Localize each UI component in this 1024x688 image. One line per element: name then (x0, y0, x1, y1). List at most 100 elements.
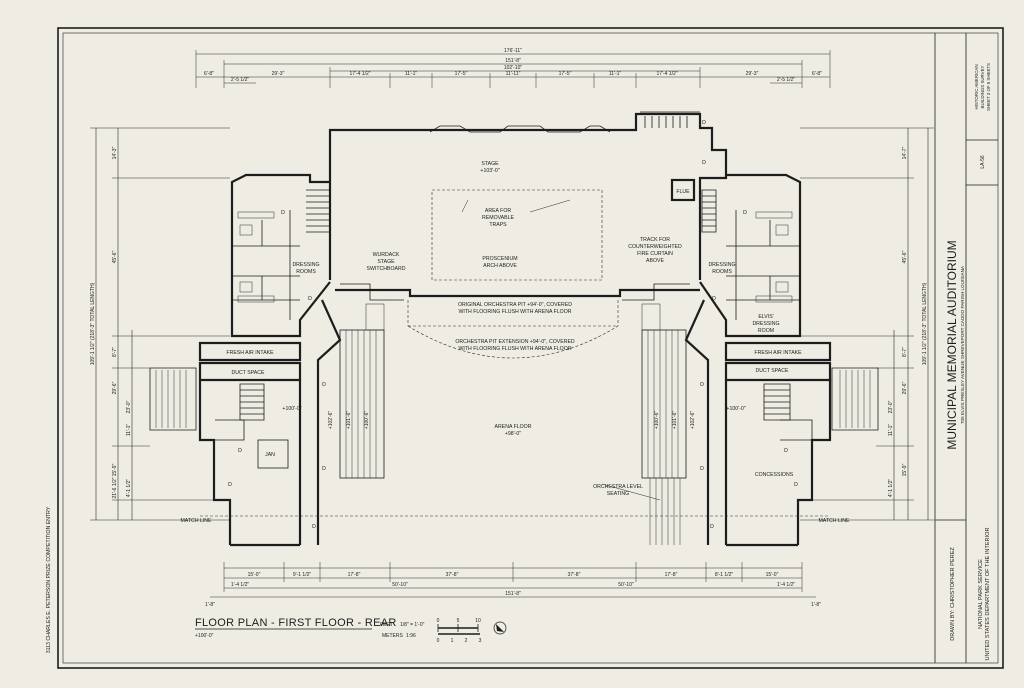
dim-top-10: 29'-3" (746, 71, 759, 77)
tier-elev-1: +102'-6" (328, 411, 334, 430)
label-switchboard-2: STAGE (377, 259, 395, 265)
dim-right-1: 14'-7" (902, 146, 908, 159)
dim-left-2: 45'-6" (112, 250, 118, 263)
outer-border (57, 27, 1004, 669)
dim-top-center: 102'-10" (504, 65, 523, 71)
label-elev-right: +100'-0" (726, 406, 745, 412)
drawing-title-block: FLOOR PLAN - FIRST FLOOR - REAR +100'-0"… (195, 617, 507, 644)
door-label: D (710, 524, 714, 530)
label-elev-left: +100'-0" (282, 406, 301, 412)
dim-right-6: 15'-9" (902, 463, 908, 476)
label-pit-extension-1: ORCHESTRA PIT EXTENSION +94'-0", COVERED (455, 339, 575, 345)
door-label: D (322, 382, 326, 388)
dim-top-5: 17'-5" (455, 71, 468, 77)
dim-top-8: 11'-1" (609, 71, 622, 77)
left-front-wing (149, 341, 302, 547)
dim-bottom-4: 37'-8" (446, 572, 459, 578)
agency-1: NATIONAL PARK SERVICE (978, 559, 984, 629)
label-match-left: MATCH LINE (180, 518, 212, 524)
dim-bottom-overall: 151'-8" (505, 591, 521, 597)
door-label: D (712, 296, 716, 302)
project-address: 705 ELVIS PRESLEY AVENUE SHREVEPORT CADD… (960, 265, 965, 424)
label-stage: STAGE (481, 161, 499, 167)
label-duct-left: DUCT SPACE (232, 370, 265, 376)
label-dressing-right-2: ROOMS (712, 269, 732, 275)
dim-right-8: 4'-1 1/2" (888, 479, 894, 498)
label-fresh-air-left: FRESH AIR INTAKE (226, 350, 274, 356)
label-track-1: TRACK FOR (640, 237, 670, 243)
scale-feet-tick: 5 (457, 618, 460, 624)
dim-bottom-edge-right: 1'-8" (811, 602, 821, 608)
dim-top-overall: 176'-11" (504, 48, 522, 54)
door-label: D (308, 296, 312, 302)
right-dimensions: 109'-1 1/2" (218'-3" TOTAL LENGTH) 14'-7… (800, 127, 934, 521)
dim-bottom-5: 37'-8" (568, 572, 581, 578)
label-dressing-right-1: DRESSING (708, 262, 735, 268)
dim-top-7: 17'-5" (559, 71, 572, 77)
door-label: D (743, 210, 747, 216)
label-dressing-left-2: ROOMS (296, 269, 316, 275)
scale-feet-tick: 0 (437, 618, 440, 624)
series-line-1: HISTORIC AMERICAN (974, 64, 979, 109)
door-label: D (312, 524, 316, 530)
removable-traps-area (431, 189, 603, 281)
label-arena-2: +98'-0" (505, 431, 521, 437)
dim-top-3: 17'-4 1/2" (349, 71, 370, 77)
label-switchboard-3: SWITCHBOARD (367, 266, 406, 272)
label-switchboard-1: WURDACK (373, 252, 400, 258)
inner-border (62, 32, 999, 664)
dim-left-5: 23'-0" (126, 400, 132, 413)
door-markers: D D D D D D D D D D D D D D D D (228, 120, 798, 530)
label-pit-original-2: WITH FLOORING FLUSH WITH ARENA FLOOR (459, 309, 572, 315)
project-title: MUNICIPAL MEMORIAL AUDITORIUM (945, 240, 959, 449)
drawn-by: DRAWN BY: CHRISTOPHER PEREZ (950, 547, 956, 641)
label-track-2: COUNTERWEIGHTED (628, 244, 682, 250)
dim-top-2: 29'-3" (272, 71, 285, 77)
tier-elev-2: +101'-6" (346, 411, 352, 430)
label-elvis-2: DRESSING (752, 321, 779, 327)
label-duct-right: DUCT SPACE (756, 368, 789, 374)
tier-elev-6: +102'-6" (690, 411, 696, 430)
scale-meters-label: METERS (382, 633, 404, 639)
door-label: D (700, 382, 704, 388)
dim-bottom-small-right: 1'-4 1/2" (777, 582, 796, 588)
dim-left-9: 21'-6 1/2" (112, 477, 118, 498)
label-track-4: ABOVE (646, 258, 664, 264)
dim-bottom-3: 17'-8" (348, 572, 361, 578)
label-traps-2: REMOVABLE (482, 215, 514, 221)
dim-right-total: 109'-1 1/2" (218'-3" TOTAL LENGTH) (922, 282, 928, 365)
label-traps-1: AREA FOR (485, 208, 511, 214)
survey-number: LA-56 (980, 155, 986, 169)
door-label: D (784, 448, 788, 454)
door-label: D (322, 466, 326, 472)
label-proscenium-2: ARCH ABOVE (483, 263, 517, 269)
scale-meters-tick: 2 (465, 638, 468, 644)
dim-top-6: 11'-11" (506, 71, 521, 77)
flue (670, 178, 696, 202)
label-stage-elev: +103'-0" (480, 168, 499, 174)
dim-top-overall-2: 151'-8" (505, 58, 521, 64)
label-traps-3: TRAPS (489, 222, 507, 228)
label-proscenium-1: PROSCENIUM (482, 256, 517, 262)
bottom-dimensions: 15'-0" 9'-1 1/2" 17'-8" 37'-8" 37'-8" 17… (205, 562, 821, 608)
dim-bottom-2: 9'-1 1/2" (293, 572, 312, 578)
drawing-title: FLOOR PLAN - FIRST FLOOR - REAR (195, 617, 397, 629)
label-orchestra-seating-2: SEATING (607, 491, 629, 497)
dim-top-11: 6'-8" (812, 71, 822, 77)
dim-right-5: 23'-0" (888, 400, 894, 413)
elevation-note: +100'-0" (195, 633, 214, 639)
dim-right-7: 11'-1" (888, 424, 894, 437)
scale-feet-label: FEET (380, 622, 393, 628)
stage-house (306, 111, 728, 281)
north-arrow-icon (493, 621, 507, 635)
seating-tiers (316, 299, 710, 545)
scale-meters-tick: 0 (437, 638, 440, 644)
dim-bottom-mid-right: 50'-10" (618, 582, 634, 588)
dim-bottom-1: 15'-0" (248, 572, 261, 578)
dim-top-small-left: 2'-5 1/2" (231, 77, 250, 83)
dim-left-total: 109'-1 1/2" (218'-3" TOTAL LENGTH) (90, 282, 96, 365)
label-concessions: CONCESSIONS (755, 472, 794, 478)
label-match-right: MATCH LINE (818, 518, 850, 524)
tier-elev-5: +101'-6" (672, 411, 678, 430)
